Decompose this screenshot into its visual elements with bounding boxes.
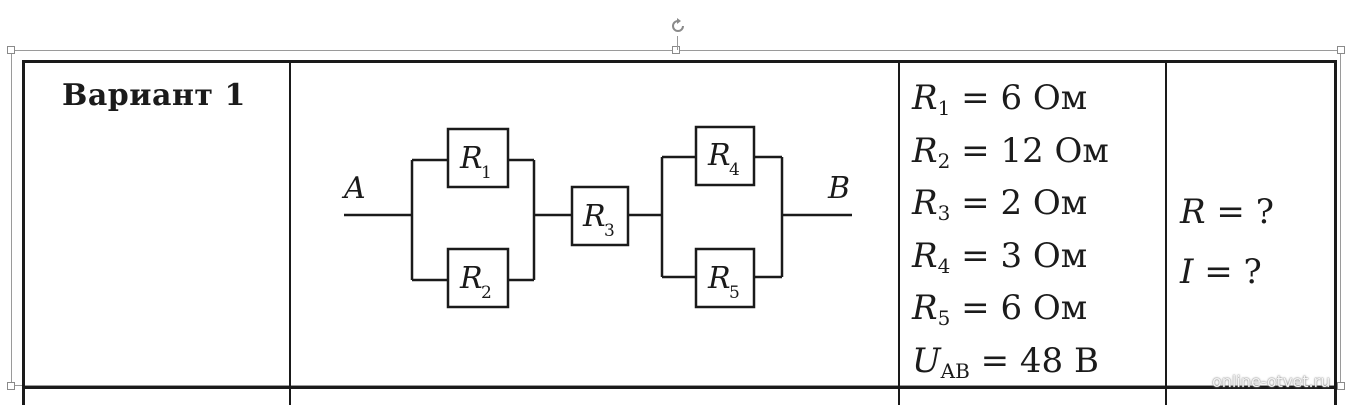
ask-current: I = ? bbox=[1180, 242, 1274, 302]
given-values: R1 = 6 Ом R2 = 12 Ом R3 = 2 Ом R4 = 3 Ом… bbox=[912, 76, 1109, 392]
r4-label: R bbox=[707, 138, 731, 173]
terminal-a: A bbox=[341, 171, 366, 206]
given-subscript: AB bbox=[940, 358, 970, 383]
resistor-r5 bbox=[694, 247, 756, 309]
given-subscript: 2 bbox=[937, 148, 951, 173]
ask-symbol: I bbox=[1180, 252, 1194, 292]
watermark-text: online-otvet.ru bbox=[1212, 372, 1331, 391]
column-divider-3 bbox=[1165, 60, 1167, 405]
given-symbol: R bbox=[912, 130, 938, 171]
column-divider-1 bbox=[289, 60, 291, 405]
task-table bbox=[22, 60, 1337, 405]
given-value: = 6 Ом bbox=[961, 78, 1088, 118]
r3-sub: 3 bbox=[604, 221, 615, 241]
r1-sub: 1 bbox=[481, 163, 492, 183]
given-subscript: 4 bbox=[937, 253, 951, 278]
given-r3: R3 = 2 Ом bbox=[912, 181, 1109, 234]
given-subscript: 1 bbox=[937, 96, 951, 120]
unknowns: R = ? I = ? bbox=[1180, 182, 1274, 302]
ask-symbol: R bbox=[1180, 192, 1206, 232]
resistor-r3 bbox=[570, 185, 630, 247]
resize-handle-top-middle[interactable] bbox=[672, 46, 680, 54]
ask-value: = ? bbox=[1216, 192, 1274, 232]
resistor-r2 bbox=[446, 247, 510, 309]
given-symbol: R bbox=[912, 78, 938, 118]
column-divider-2 bbox=[898, 60, 900, 405]
given-value: = 6 Ом bbox=[961, 288, 1088, 329]
r5-label: R bbox=[707, 261, 731, 296]
ask-value: = ? bbox=[1204, 252, 1262, 292]
resize-handle-bottom-right[interactable] bbox=[1337, 382, 1345, 390]
given-subscript: 3 bbox=[937, 201, 951, 226]
given-symbol: R bbox=[912, 235, 938, 276]
given-value: = 2 Ом bbox=[961, 183, 1088, 224]
r1-label: R bbox=[459, 141, 483, 176]
table-row-divider bbox=[22, 386, 1337, 389]
given-value: = 12 Ом bbox=[961, 130, 1109, 171]
terminal-b: B bbox=[827, 171, 850, 206]
given-r4: R4 = 3 Ом bbox=[912, 234, 1109, 287]
given-r1: R1 = 6 Ом bbox=[912, 76, 1109, 129]
given-symbol: R bbox=[912, 288, 938, 329]
circuit-diagram: A B R 1 R 2 R 3 R 4 R 5 bbox=[341, 125, 852, 309]
resize-handle-top-left[interactable] bbox=[7, 46, 15, 54]
given-uab: UAB = 48 В bbox=[912, 339, 1109, 392]
resistor-r1 bbox=[446, 127, 510, 189]
ask-resistance: R = ? bbox=[1180, 182, 1274, 242]
r2-sub: 2 bbox=[481, 283, 492, 303]
given-value: = 3 Ом bbox=[961, 235, 1088, 276]
resistor-r4 bbox=[694, 125, 756, 187]
resize-handle-bottom-left[interactable] bbox=[7, 382, 15, 390]
resize-handle-top-right[interactable] bbox=[1337, 46, 1345, 54]
r5-sub: 5 bbox=[729, 283, 740, 303]
given-symbol: U bbox=[912, 340, 941, 381]
rotate-icon[interactable] bbox=[668, 16, 688, 36]
r2-label: R bbox=[459, 261, 483, 296]
given-value: = 48 В bbox=[980, 340, 1099, 381]
r3-label: R bbox=[582, 199, 606, 234]
r4-sub: 4 bbox=[729, 160, 740, 180]
given-symbol: R bbox=[912, 183, 938, 224]
given-r5: R5 = 6 Ом bbox=[912, 286, 1109, 339]
given-r2: R2 = 12 Ом bbox=[912, 129, 1109, 182]
rotate-connector bbox=[677, 36, 678, 50]
given-subscript: 5 bbox=[937, 306, 951, 331]
variant-label: Вариант 1 bbox=[62, 78, 246, 113]
